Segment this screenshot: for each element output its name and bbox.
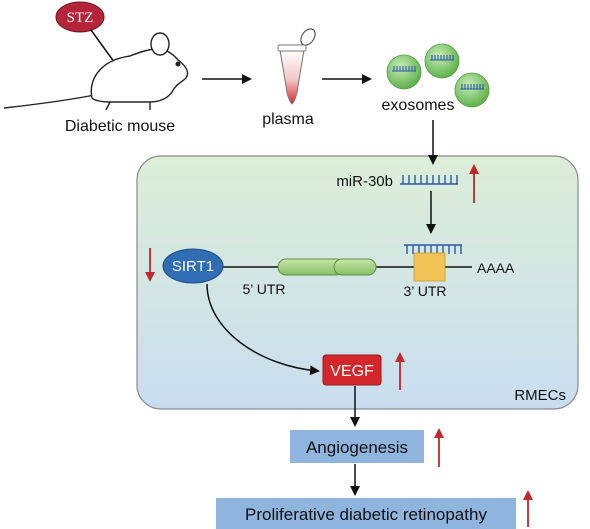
- pdr-node: Proliferative diabetic retinopathy: [216, 498, 516, 529]
- vegf-node: VEGF: [322, 354, 382, 386]
- stz-badge: STZ: [55, 1, 105, 33]
- plasma-label: plasma: [262, 111, 314, 128]
- pdr-label: Proliferative diabetic retinopathy: [245, 505, 487, 524]
- angiogenesis-node: Angiogenesis: [290, 430, 424, 463]
- angiogenesis-label: Angiogenesis: [306, 438, 408, 457]
- sirt1-node: SIRT1: [162, 248, 224, 284]
- mouse-label: Diabetic mouse: [65, 118, 175, 135]
- sirt1-label: SIRT1: [172, 258, 214, 275]
- mirna-label: miR-30b: [336, 173, 393, 190]
- utr3-label: 3’ UTR: [403, 283, 446, 299]
- cell-label: RMECs: [514, 387, 566, 404]
- utr5-label: 5’ UTR: [242, 281, 285, 297]
- polya-label: AAAA: [477, 260, 515, 276]
- gene-coding-region: [277, 258, 377, 276]
- stz-label: STZ: [67, 10, 94, 26]
- mirna-binding-site-icon: [404, 244, 462, 254]
- utr3-binding-box: [413, 252, 446, 282]
- plasma-tube-icon: [277, 28, 316, 105]
- exosome-cluster-icon: [386, 43, 490, 108]
- cell-compartment: [136, 155, 579, 410]
- sirt1-to-vegf-arrow: [206, 283, 320, 376]
- exosomes-label: exosomes: [382, 97, 455, 114]
- mouse-icon: [3, 32, 189, 111]
- vegf-label: VEGF: [330, 363, 374, 380]
- mirna-icon: [400, 175, 458, 185]
